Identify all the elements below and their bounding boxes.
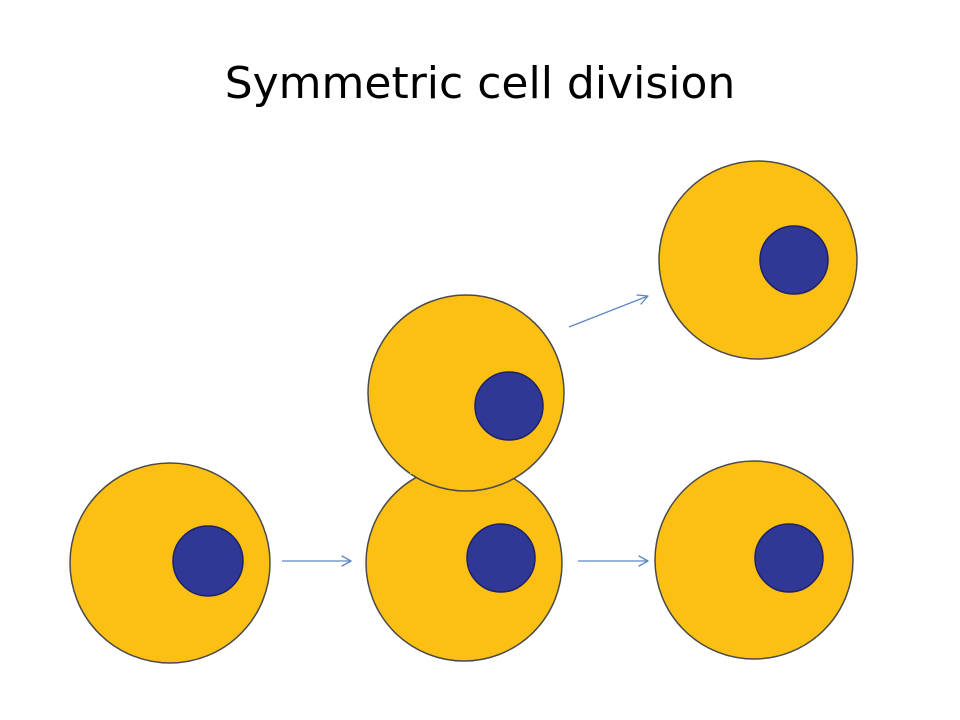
parent-cell-nucleus [172,525,244,597]
daughter-cell-bottom-nucleus [754,523,824,593]
parent-cell [69,462,271,664]
daughter-cell-top [658,160,858,360]
daughter-cell-bottom-body [654,460,854,660]
arrow-dividing-to-daughter-bottom [578,555,649,567]
dividing-cell-upper-body [367,294,565,492]
parent-cell-body [69,462,271,664]
dividing-cell-lower-nucleus [466,523,536,593]
division-seam [410,466,520,474]
daughter-cell-top-nucleus [759,225,829,295]
dividing-cell-upper [367,294,565,492]
dividing-cell-lower [365,464,563,662]
dividing-cell-upper-nucleus [474,371,544,441]
daughter-cell-bottom [654,460,854,660]
arrow-parent-to-dividing [282,555,352,567]
arrow-dividing-to-daughter-top [568,294,649,328]
daughter-cell-top-body [658,160,858,360]
slide-title: Symmetric cell division [224,58,736,109]
